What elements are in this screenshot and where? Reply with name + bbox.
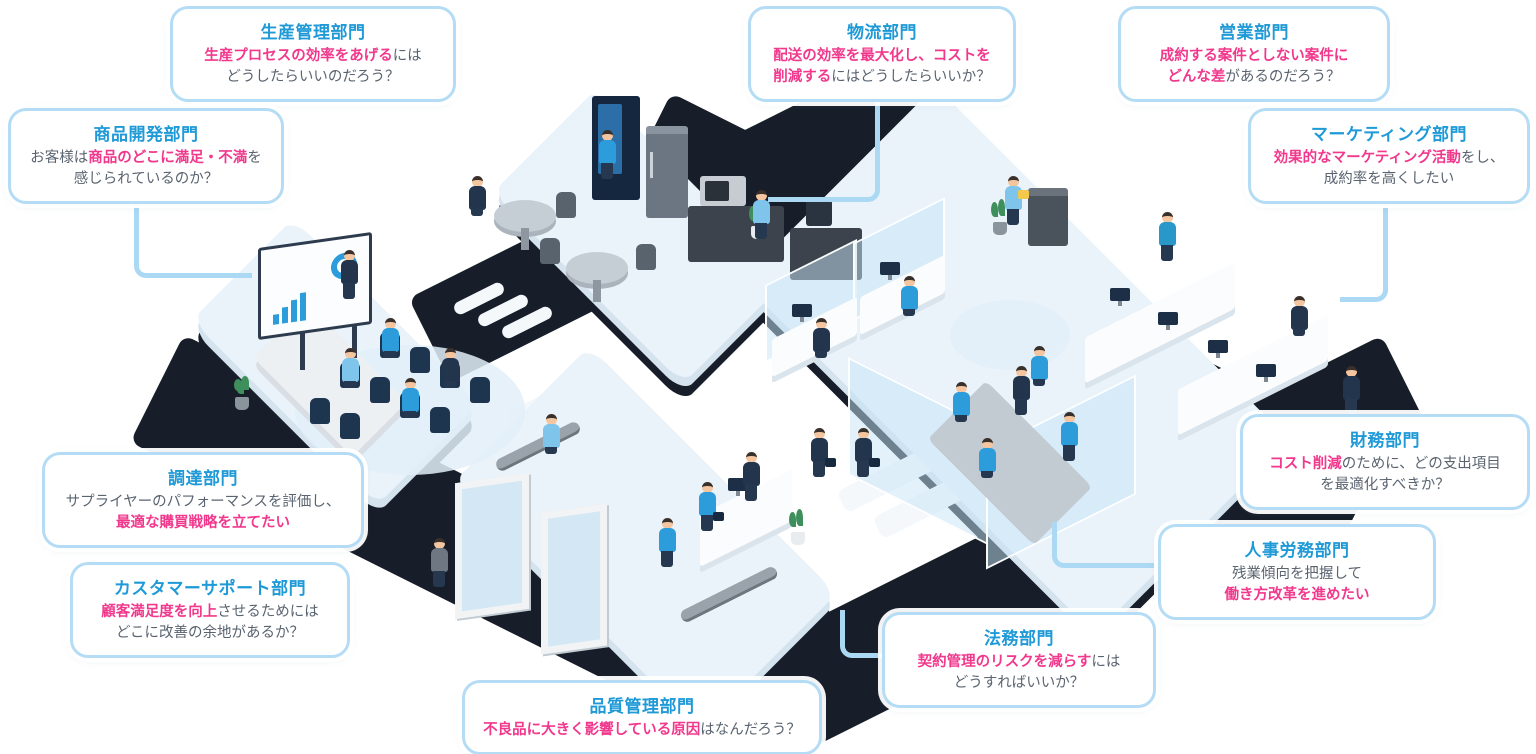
callout-procurement: 調達部門 サプライヤーのパフォーマンスを評価し、最適な購買戦略を立てたい [42,452,364,549]
person-figure [698,482,724,531]
person-figure [441,348,459,388]
person-figure [978,438,996,478]
callout-title: 品質管理部門 [589,697,695,716]
monitor [1110,288,1130,306]
callout-body: コスト削減のために、どの支出項目を最適化すべきか？ [1269,456,1501,494]
person-figure [1012,366,1030,415]
callout-body: 成約する案件としない案件にどんな差があるのだろう？ [1159,48,1349,86]
person-figure [1158,212,1176,261]
cafe-table [566,252,628,302]
entrance-door [455,472,529,620]
callout-sales: 営業部門 成約する案件としない案件にどんな差があるのだろう？ [1118,6,1390,103]
callout-logistics: 物流部門 配送の効率を最大化し、コストを削減するにはどうしたらいいか？ [748,6,1016,103]
connector-logistics [768,88,880,202]
monitor [792,304,812,322]
callout-body: 残業傾向を把握して働き方改革を進めたい [1224,566,1370,604]
person-figure [900,276,918,316]
connector-hr-labor [1052,522,1158,568]
refrigerator [646,126,688,218]
person-figure [1004,176,1029,225]
callout-title: カスタマーサポート部門 [113,579,307,598]
person-figure [430,538,448,587]
person-figure [598,130,616,179]
person-figure [952,382,970,422]
person-figure [468,176,486,216]
chair [540,238,560,264]
callout-title: 商品開発部門 [93,125,199,144]
callout-body: 効果的なマーケティング活動をし、成約率を高くしたい [1273,150,1505,188]
callout-body: サプライヤーのパフォーマンスを評価し、最適な購買戦略を立てたい [65,494,341,532]
person-figure [752,190,770,239]
person-figure [742,452,760,501]
monitor [1158,312,1178,330]
microwave [700,176,746,206]
monitor [880,262,900,280]
person-figure [401,378,419,418]
callout-body: 契約管理のリスクを減らすにはどうすればいいか？ [917,654,1121,692]
callout-title: マーケティング部門 [1310,125,1468,144]
callout-body: お客様は商品のどこに満足・不満を感じられているのか？ [30,150,262,188]
callout-legal: 法務部門 契約管理のリスクを減らすにはどうすればいいか？ [882,612,1156,709]
callout-body: 顧客満足度を向上させるためにはどこに改善の余地があるか？ [101,604,319,642]
connector-marketing [1340,202,1388,302]
callout-body: 配送の効率を最大化し、コストを削減するにはどうしたらいいか？ [773,48,991,86]
person-figure [854,428,880,477]
chair [410,347,430,373]
connector-legal [840,610,882,658]
callout-title: 財務部門 [1350,431,1420,450]
copier-cabinet [1028,188,1068,246]
bar-chart-graphic [273,292,306,325]
floor-glow [950,300,1070,370]
cafe-table [494,200,556,250]
person-figure [1290,296,1308,336]
callout-title: 物流部門 [847,23,917,42]
callout-title: 人事労務部門 [1244,541,1350,560]
chair [430,407,450,433]
callout-title: 営業部門 [1219,23,1289,42]
callout-quality-control: 品質管理部門 不良品に大きく影響している原因はなんだろう？ [462,680,822,754]
person-figure [658,518,676,567]
monitor [1208,340,1228,358]
callout-title: 法務部門 [984,629,1054,648]
person-figure [381,318,399,358]
callout-finance: 財務部門 コスト削減のために、どの支出項目を最適化すべきか？ [1240,414,1530,511]
person-figure [1342,366,1360,415]
callout-title: 調達部門 [168,469,238,488]
chair [370,377,390,403]
callout-marketing: マーケティング部門 効果的なマーケティング活動をし、成約率を高くしたい [1248,108,1530,205]
person-figure [542,414,560,454]
callout-title: 生産管理部門 [260,23,366,42]
chair [636,244,656,270]
person-figure [1060,412,1078,461]
person-figure [341,348,359,388]
callout-product-development: 商品開発部門 お客様は商品のどこに満足・不満を感じられているのか？ [8,108,284,205]
screen-leg [300,300,305,370]
monitor [1256,364,1276,382]
person-figure [340,250,358,299]
callout-hr-labor: 人事労務部門 残業傾向を把握して働き方改革を進めたい [1158,524,1436,621]
callout-customer-support: カスタマーサポート部門 顧客満足度を向上させるためにはどこに改善の余地があるか？ [70,562,350,659]
person-figure [810,428,836,477]
chair [340,413,360,439]
chair [310,398,330,424]
coffee-machine [806,200,832,226]
entrance-door [541,503,607,655]
person-figure [812,318,830,358]
callout-production-management: 生産管理部門 生産プロセスの効率をあげるにはどうしたらいいのだろう？ [170,6,456,103]
person-figure [1030,346,1048,386]
chair [470,377,490,403]
chair [556,192,576,218]
connector-product-development [134,202,252,278]
callout-body: 不良品に大きく影響している原因はなんだろう？ [483,722,801,738]
callout-body: 生産プロセスの効率をあげるにはどうしたらいいのだろう？ [204,48,422,86]
